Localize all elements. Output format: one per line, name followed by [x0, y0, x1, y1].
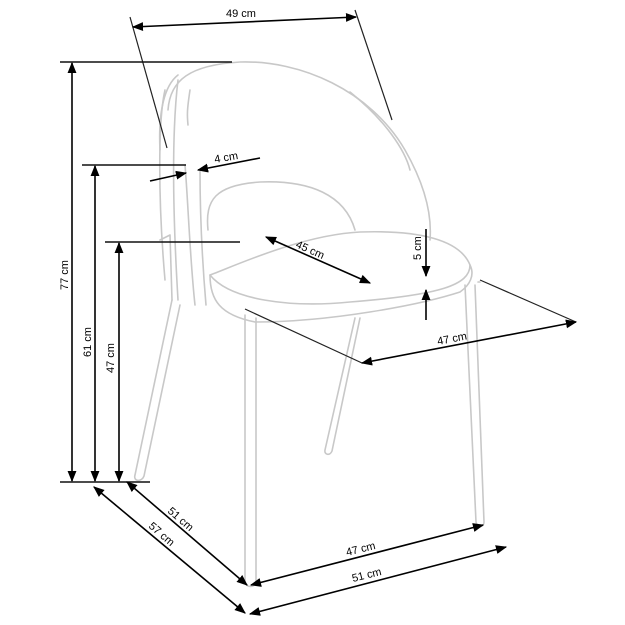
label-total-width: 51 cm: [351, 566, 383, 585]
label-seat-height: 47 cm: [105, 343, 117, 373]
label-seat-cushion-thickness: 5 cm: [412, 236, 424, 260]
extension-lines: [60, 9, 577, 483]
label-seat-depth: 45 cm: [294, 239, 326, 262]
label-total-height: 77 cm: [59, 260, 71, 290]
label-seat-width: 47 cm: [436, 330, 468, 347]
label-backrest-thickness: 4 cm: [213, 150, 239, 166]
dimension-lines: [67, 12, 578, 616]
label-backrest-width: 49 cm: [226, 8, 256, 20]
chair-outline: [133, 61, 485, 588]
label-armrest-height: 61 cm: [82, 327, 94, 357]
